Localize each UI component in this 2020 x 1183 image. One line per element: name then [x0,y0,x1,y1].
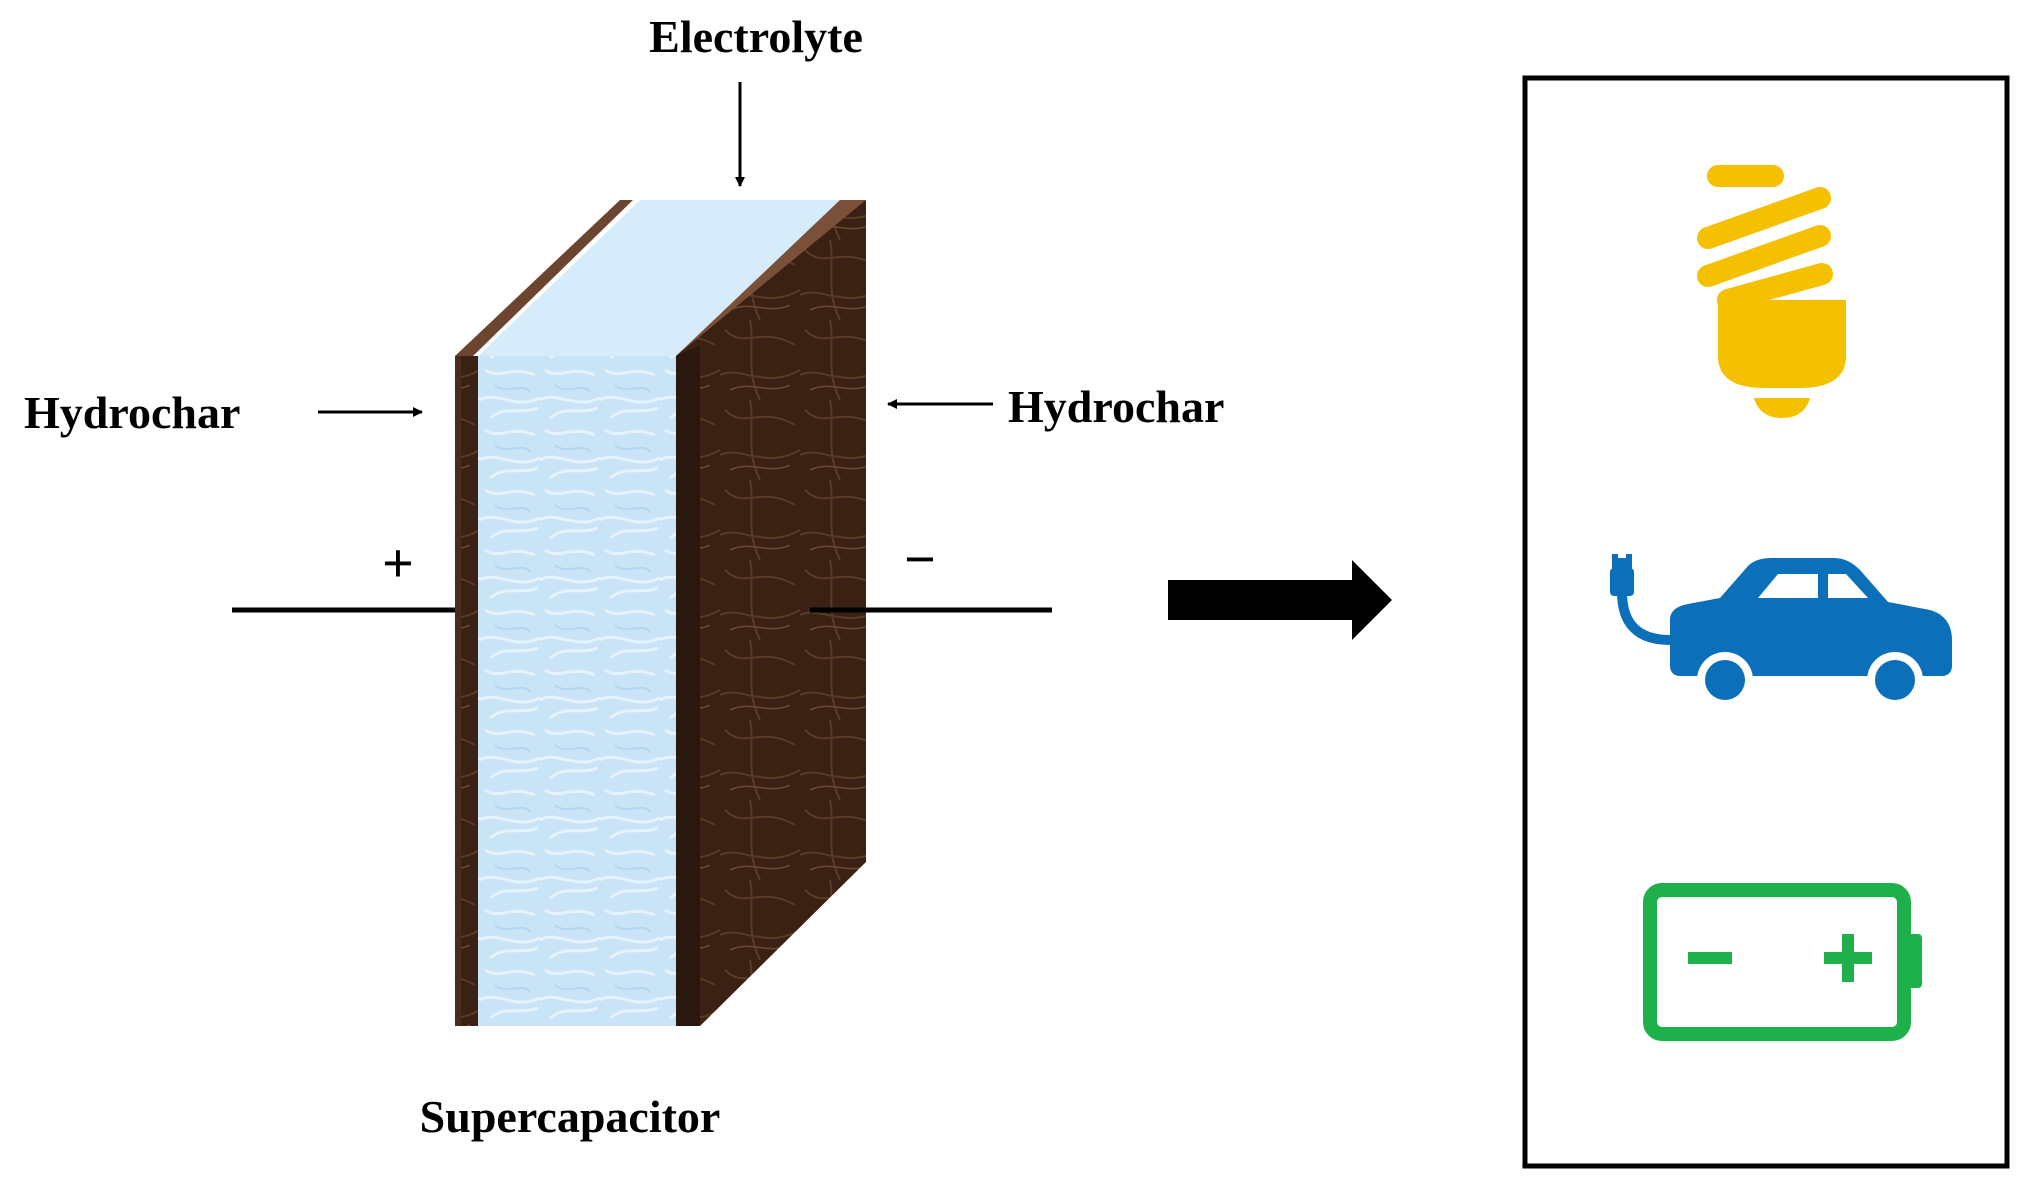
right-hydrochar-electrode [676,200,866,1026]
electrolyte-label: Electrolyte [649,11,863,62]
hydrochar-right-label: Hydrochar [1008,381,1224,432]
electric-car-icon [1610,554,1952,708]
light-bulb-icon [1697,165,1846,418]
minus-sign: − [904,529,936,591]
electrolyte-top-face [478,200,847,356]
supercapacitor-label: Supercapacitor [420,1091,721,1142]
left-hydrochar-top-edge [455,200,633,356]
flow-arrow [1168,560,1392,640]
hydrochar-left-label: Hydrochar [24,387,240,438]
battery-icon [1643,883,1922,1041]
electrolyte-layer [478,356,690,1026]
supercapacitor [455,200,866,1026]
plus-sign: + [382,533,414,595]
